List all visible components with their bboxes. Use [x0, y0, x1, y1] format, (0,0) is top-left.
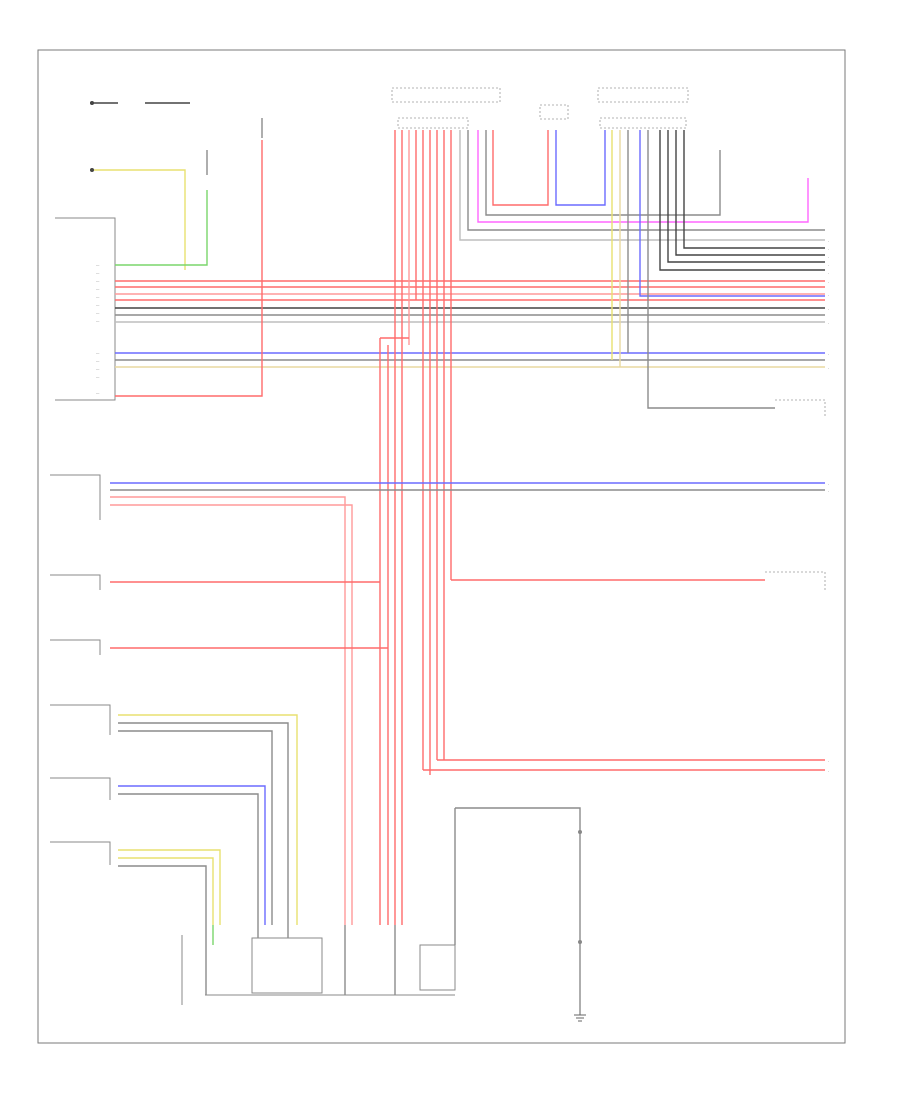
- svg-text:-: -: [828, 271, 829, 275]
- svg-text:---: ---: [96, 279, 99, 283]
- yellow-feed-wire: [90, 169, 186, 270]
- svg-text:---: ---: [96, 351, 99, 355]
- svg-text:-: -: [828, 482, 829, 486]
- right-vertical-feeders: [459, 130, 825, 409]
- top-left-terminal-2: [90, 168, 94, 172]
- right-edge-markers: - - - - - - - - - - - - - - -: [828, 239, 829, 773]
- svg-text:---: ---: [96, 391, 99, 395]
- svg-text:---: ---: [96, 303, 99, 307]
- left-connector-b: [50, 574, 101, 590]
- left-connector-f: [50, 841, 111, 865]
- left-module-pins: --------- --------- --------- --------- …: [96, 263, 99, 395]
- svg-text:---: ---: [96, 287, 99, 291]
- svg-text:-: -: [828, 489, 829, 493]
- svg-text:---: ---: [96, 319, 99, 323]
- bottom-stubs: [205, 808, 456, 995]
- top-connector-3: [597, 87, 689, 103]
- svg-text:-: -: [828, 280, 829, 284]
- left-connector-d: [50, 704, 111, 735]
- svg-text:-: -: [828, 759, 829, 763]
- svg-text:-: -: [828, 247, 829, 251]
- left-connector-c: [50, 639, 101, 655]
- svg-text:---: ---: [96, 359, 99, 363]
- svg-text:-: -: [828, 769, 829, 773]
- svg-text:---: ---: [96, 311, 99, 315]
- ground-feed-wire: [455, 807, 581, 1015]
- svg-text:-: -: [828, 239, 829, 243]
- top-connector-3-pins: [599, 117, 687, 129]
- top-left-terminal-1: [90, 101, 94, 105]
- svg-text:-: -: [828, 321, 829, 325]
- sensor-runs: [118, 714, 298, 925]
- svg-text:-: -: [828, 263, 829, 267]
- svg-text:-: -: [828, 366, 829, 370]
- diagram-frame: [37, 49, 846, 1044]
- svg-text:---: ---: [96, 375, 99, 379]
- splice-point-2: [578, 940, 582, 944]
- svg-text:---: ---: [96, 295, 99, 299]
- top-connector-2: [539, 104, 569, 120]
- top-connector-1: [391, 87, 501, 103]
- right-sensor-a: [775, 399, 826, 418]
- bottom-relay-box: [419, 944, 456, 991]
- vertical-red-bundle: [394, 130, 452, 925]
- svg-text:---: ---: [96, 367, 99, 371]
- left-control-module: [55, 217, 116, 401]
- bottom-junction-box: [251, 937, 323, 994]
- module-power-wire: [115, 140, 263, 397]
- top-connector-1-pins: [397, 117, 469, 129]
- svg-text:-: -: [828, 255, 829, 259]
- svg-text:-: -: [828, 293, 829, 297]
- svg-text:---: ---: [96, 263, 99, 267]
- left-connector-a: [50, 474, 101, 520]
- ground-symbol: [574, 1014, 586, 1022]
- green-feed-wire: [115, 190, 208, 266]
- right-sensor-b: [765, 571, 826, 590]
- svg-text:-: -: [828, 307, 829, 311]
- left-connector-e: [50, 777, 111, 800]
- svg-text:-: -: [828, 352, 829, 356]
- splice-point-1: [578, 830, 582, 834]
- main-harness: [115, 280, 825, 368]
- lower-harness: [110, 482, 825, 925]
- svg-text:---: ---: [96, 271, 99, 275]
